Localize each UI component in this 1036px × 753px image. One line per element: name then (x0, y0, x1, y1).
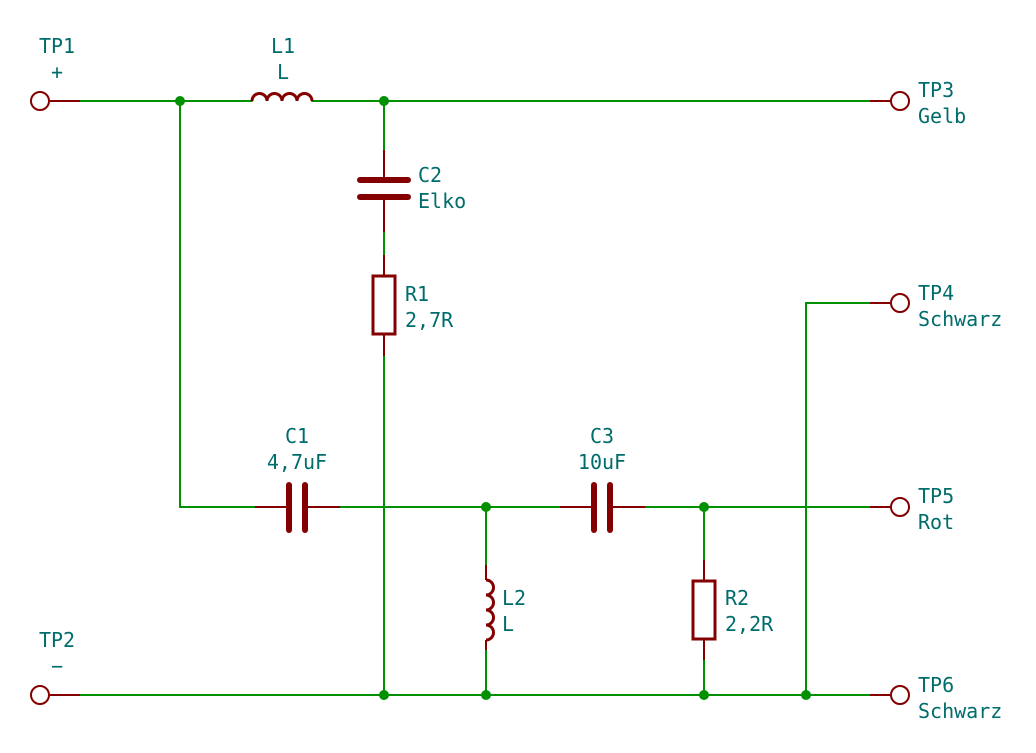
tp5-value: Rot (918, 510, 955, 534)
tp3-value: Gelb (918, 104, 967, 128)
tp1-value: + (50, 60, 64, 84)
tp4-value: Schwarz (918, 307, 1003, 331)
c3-ref: C3 (589, 424, 615, 448)
testpoint-tp4-symbol (870, 293, 910, 313)
capacitor-c2-symbol (357, 150, 411, 232)
tp5-ref: TP5 (918, 484, 955, 508)
tp6-value: Schwarz (918, 699, 1003, 723)
r2-ref: R2 (725, 586, 750, 610)
c2-value: Elko (418, 189, 467, 213)
l1-ref: L1 (270, 34, 296, 58)
junction-dot (699, 690, 709, 700)
inductor-l1-symbol (250, 92, 314, 102)
c2-ref: C2 (418, 163, 443, 187)
c1-ref: C1 (284, 424, 310, 448)
testpoint-tp1-symbol (30, 91, 80, 111)
junction-dot (379, 96, 389, 106)
tp2-value: − (50, 654, 64, 678)
resistor-r1-symbol (371, 255, 397, 356)
testpoint-tp6-symbol (870, 685, 910, 705)
c3-value: 10uF (577, 450, 627, 474)
junctions (175, 96, 811, 700)
capacitor-c3-symbol (560, 482, 645, 533)
testpoint-tp5-symbol (870, 497, 910, 517)
junction-dot (379, 690, 389, 700)
c1-value: 4,7uF (266, 450, 328, 474)
inductor-l2-symbol (485, 565, 495, 650)
resistor-r2-symbol (691, 560, 717, 660)
l2-value: L (502, 612, 515, 636)
tp6-ref: TP6 (918, 673, 955, 697)
junction-dot (481, 690, 491, 700)
junction-dot (175, 96, 185, 106)
r1-ref: R1 (405, 282, 430, 306)
junction-dot (481, 502, 491, 512)
testpoint-tp2-symbol (30, 685, 80, 705)
tp4-ref: TP4 (918, 281, 955, 305)
r2-value: 2,2R (725, 612, 774, 636)
capacitor-c1-symbol (255, 482, 340, 533)
testpoint-tp3-symbol (870, 91, 910, 111)
junction-dot (801, 690, 811, 700)
tp1-ref: TP1 (38, 34, 76, 58)
tp2-ref: TP2 (38, 628, 76, 652)
l2-ref: L2 (502, 586, 527, 610)
l1-value: L (276, 60, 290, 84)
junction-dot (699, 502, 709, 512)
wires (79, 100, 871, 696)
r1-value: 2,7R (405, 308, 454, 332)
tp3-ref: TP3 (918, 78, 955, 102)
